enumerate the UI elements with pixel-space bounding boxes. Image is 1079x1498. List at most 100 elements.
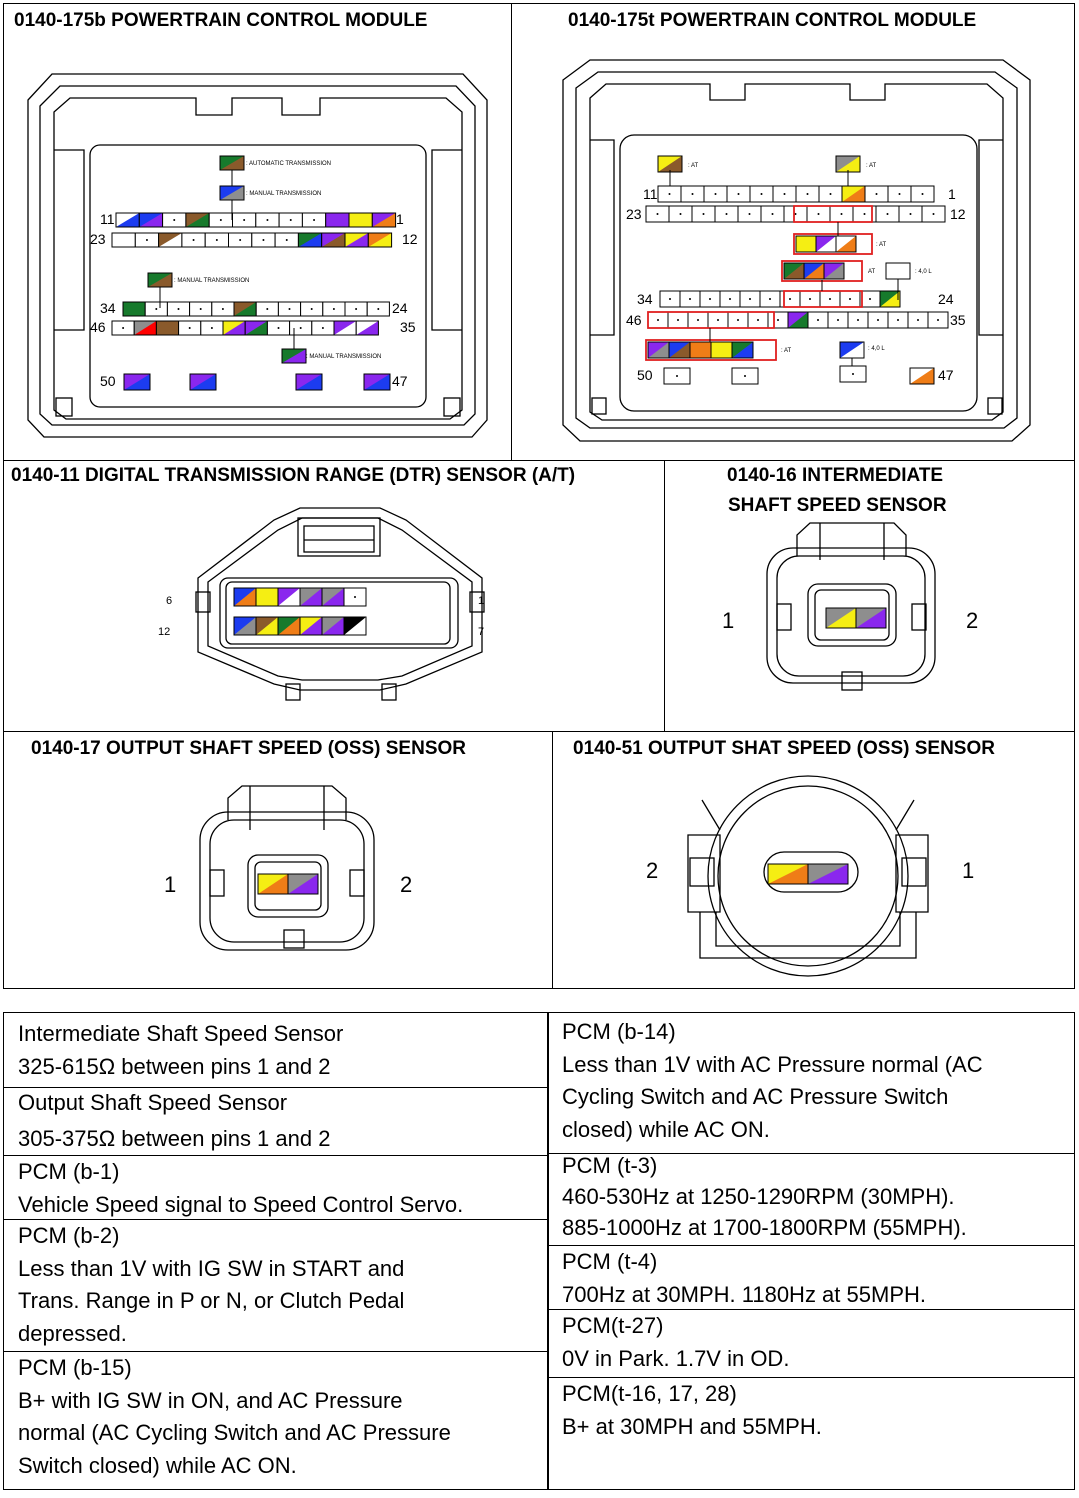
oss51-pin-1: 1 [962,858,974,883]
pcm-t-row-1 [657,185,682,203]
dtr-housing [195,507,485,701]
pcm-b-row-1 [371,212,397,228]
pcm-t-row-4 [867,311,889,329]
pcm-b-label-manual-1: : MANUAL TRANSMISSION [246,191,321,197]
pcm-t-row-4 [847,311,869,329]
oss17-housing [199,785,375,951]
pcm-b-label-auto: : AUTOMATIC TRANSMISSION [246,161,331,167]
pcm-b-row-1 [232,212,257,228]
pcm-t-row-3 [719,290,741,308]
pcm-t-row-2 [737,205,762,223]
pcm-t-row-1 [818,185,843,203]
dtr-pin-6: 6 [166,595,172,607]
dtr-row-1 [255,587,279,607]
cell-line: Vehicle Speed signal to Speed Control Se… [18,1191,464,1217]
pcm-t-row-1 [910,185,935,203]
dtr-row-1 [233,587,257,607]
pcm-t-pin-35: 35 [950,312,966,328]
cell-line: Less than 1V with IG SW in START and [18,1255,405,1281]
pcm-t-row-2 [691,205,716,223]
cell-line: PCM (t-3) [562,1153,658,1178]
pcm-t-row-4 [887,311,909,329]
pcm-t-row-4 [687,311,709,329]
pcm-t-at-group-1 [795,235,817,253]
pcm-t-row-1 [864,185,889,203]
oss17-pins [257,873,289,895]
pcm-b-row-1 [278,212,303,228]
pcm-t-row-4 [787,311,809,329]
iss-pin-1: 1 [722,608,734,633]
dtr-row-2 [299,616,323,636]
pcm-t-row-2 [898,205,923,223]
connector-diagrams: 11 1 23 12 34 24 46 35 50 47 : AUTOMATIC… [27,59,1031,977]
pcm-t-pin-47: 47 [938,367,954,383]
pcm-t-pin-11: 11 [643,186,658,202]
right-cell-t27: PCM(t-27) 0V in Park. 1.7V in OD. [548,1310,1074,1378]
pcm-t-highlight [647,311,775,329]
dtr-row-2 [343,616,367,636]
pcm-b-row-3 [211,301,235,317]
pcm-b-row-4 [155,320,180,336]
pcm-b-row-2 [297,232,323,248]
pcm-b-legend-auto [219,155,245,171]
pcm-b-row-3 [166,301,191,317]
dtr-pin-7: 7 [478,626,484,638]
left-cell-b15: PCM (b-15) B+ with IG SW in ON, and AC P… [4,1352,548,1491]
cell-line: Output Shaft Speed Sensor [18,1090,288,1115]
dtr-row-2 [321,616,345,636]
dtr-row-2 [255,616,279,636]
pcm-t-row-1 [680,185,705,203]
pcm-b-row-3 [233,301,257,317]
cell-line: Cycling Switch and AC Pressure Switch [562,1084,949,1109]
pcm-t-label-40l-1: : 4,0 L [915,269,932,275]
cell-line: 700Hz at 30MPH. 1180Hz at 55MPH. [562,1281,926,1307]
cell-line: B+ at 30MPH and 55MPH. [562,1413,822,1439]
cell-line: 0V in Park. 1.7V in OD. [562,1345,790,1371]
pcm-t-label-at-4: AT [868,269,876,275]
pcm-t-row-3 [799,290,821,308]
pcm-t-label-40l-2: : 4,0 L [868,346,885,352]
cell-line: depressed. [18,1320,127,1346]
pcm-b-label-manual-3: : MANUAL TRANSMISSION [306,354,381,360]
pcm-b-pin-1: 1 [396,211,404,227]
pcm-t-row-1 [795,185,820,203]
pcm-b-row-4 [200,320,224,336]
pcm-t-row-1 [749,185,774,203]
pcm-t-row-2 [783,205,808,223]
pcm-t-text: 11 1 23 12 34 24 46 35 50 47 : AT : AT :… [626,163,966,383]
dtr-pin-1: 1 [478,595,484,607]
table-divider [547,1013,549,1489]
pcm-b-bottom-pin [123,373,151,391]
pcm-b-row-2 [274,232,299,248]
pcm-t-row-4 [927,311,949,329]
pcm-b-row-2 [111,232,136,248]
oss51-pin-2: 2 [646,858,658,883]
cell-line: Trans. Range in P or N, or Clutch Pedal [18,1288,405,1313]
left-cell-b2: PCM (b-2) Less than 1V with IG SW in STA… [4,1220,548,1352]
pcm-t-row-1 [841,185,866,203]
pcm-b-row-1 [138,212,164,228]
pcm-t-row-4 [667,311,689,329]
pcm-t-label-at-1: : AT [688,163,699,169]
dtr-row-2 [277,616,301,636]
pcm-t-pin-50: 50 [637,367,653,383]
pcm-t-at-group-3 [689,341,712,359]
pcm-b-legend-manual-2 [147,272,173,288]
cell-line: B+ with IG SW in ON, and AC Pressure [18,1387,403,1413]
cell-line: PCM (t-4) [562,1249,658,1274]
pcm-b-legend-manual-1 [219,185,245,201]
pcm-t-row-2 [714,205,739,223]
right-cell-b14: PCM (b-14) Less than 1V with AC Pressure… [548,1016,1074,1154]
dtr-row-1 [343,587,367,607]
pcm-t-row-3 [779,290,801,308]
pcm-t-pin-23: 23 [626,206,642,222]
pcm-t-row-1 [726,185,751,203]
pcm-b-pin-11: 11 [100,211,115,227]
pcm-t-label-at-5: : AT [781,348,792,354]
iss-pins [855,607,887,629]
pcm-t-pin-12: 12 [950,206,966,222]
pcm-b-row-4 [311,320,335,336]
oss17-title: 0140-17 OUTPUT SHAFT SPEED (OSS) SENSOR [31,738,466,759]
dtr-row-1 [299,587,323,607]
pcm-b-pin-34: 34 [100,300,116,316]
